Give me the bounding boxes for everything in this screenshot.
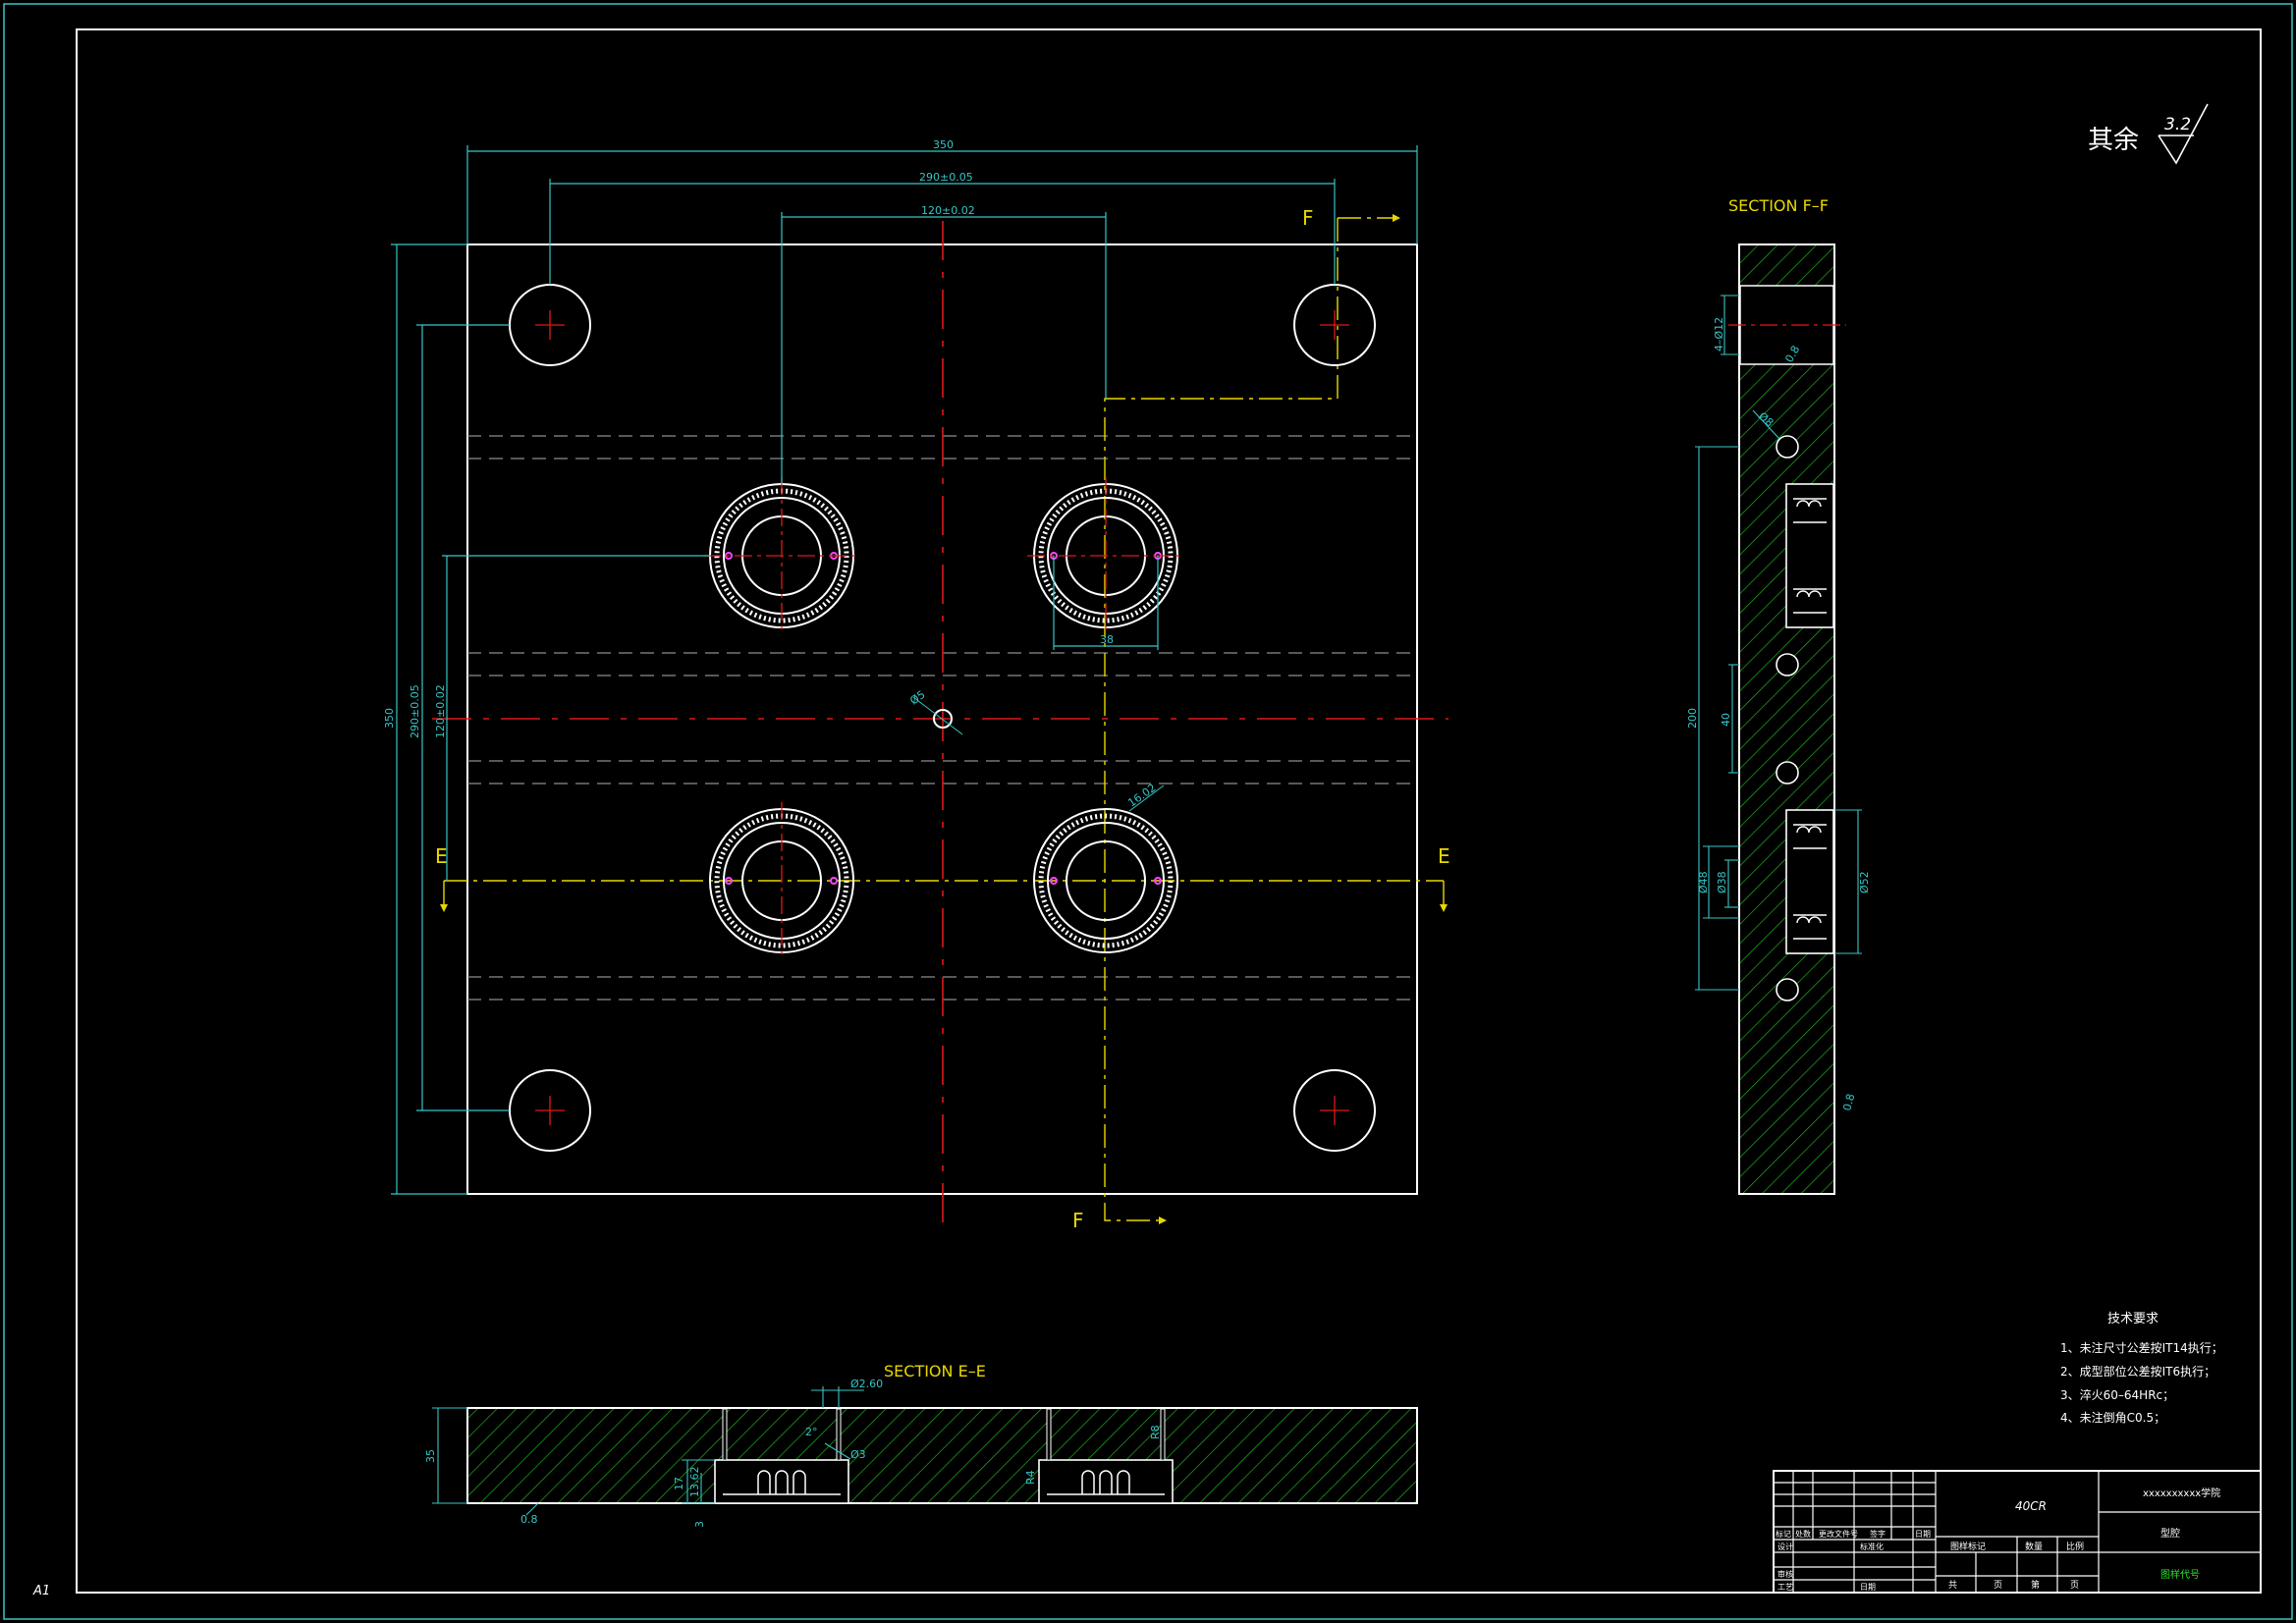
- tb-row-process: 工艺: [1777, 1583, 1793, 1592]
- tb-weight: 数量: [2025, 1541, 2043, 1552]
- tb-sheets: 页: [1994, 1580, 2002, 1591]
- tb-row-date: 日期: [1860, 1583, 1876, 1592]
- dim-ee-d3: 3: [693, 1521, 706, 1528]
- section-ee-cavity-right: [1038, 1408, 1174, 1504]
- guide-pin-holes: [509, 284, 1376, 1152]
- dim-ee-pin-dia: Ø2.60: [850, 1378, 883, 1390]
- dim-ee-thickness: 35: [424, 1449, 437, 1463]
- section-ff-body: [1738, 243, 1835, 1195]
- dim-pin-spacing-x: 290±0.05: [919, 171, 973, 184]
- tb-hdr-change: 更改文件号: [1819, 1529, 1858, 1539]
- section-ee-cavity-left: [714, 1408, 849, 1504]
- cavities: [703, 477, 1184, 959]
- dim-bolt-spacing: 38: [1100, 633, 1114, 646]
- plan-view: F F E E: [383, 138, 1450, 1232]
- tb-scale: 比例: [2066, 1541, 2084, 1552]
- dim-ff-top-hole: 4–Ø12: [1713, 317, 1725, 352]
- cavity-bottom-right: [1033, 808, 1178, 953]
- dim-ee-angle: 2°: [805, 1426, 818, 1438]
- dim-ff-small-span: 40: [1720, 713, 1732, 727]
- tb-part-name: 型腔: [2160, 1527, 2180, 1540]
- dim-cavity-dia: 16.02: [1125, 782, 1158, 810]
- tb-school: xxxxxxxxxx学院: [2143, 1487, 2220, 1499]
- section-mark-f-top: F: [1302, 206, 1314, 230]
- dim-pin-spacing-y: 290±0.05: [409, 684, 421, 738]
- dim-cavity-spacing-x: 120±0.02: [921, 204, 975, 217]
- tb-total: 共: [1948, 1580, 1957, 1591]
- tb-row-design: 设计: [1777, 1542, 1793, 1551]
- tech-req-item: 1、未注尺寸公差按IT14执行；: [2060, 1340, 2223, 1355]
- tech-req-item: 2、成型部位公差按IT6执行；: [2060, 1364, 2215, 1379]
- pin-hole-bottom-right: [1293, 1069, 1376, 1152]
- section-mark-e-left: E: [435, 844, 448, 868]
- section-ee: SECTION E–E 35 Ø2.60: [424, 1362, 1418, 1528]
- tech-req-item: 3、淬火60–64HRc；: [2060, 1387, 2174, 1402]
- tb-hdr-date: 日期: [1915, 1530, 1931, 1539]
- tb-page: 页: [2070, 1580, 2079, 1591]
- tech-requirements: 技术要求 1、未注尺寸公差按IT14执行； 2、成型部位公差按IT6执行； 3、…: [2060, 1312, 2223, 1425]
- tb-material: 40CR: [2015, 1499, 2047, 1513]
- tech-req-item: 4、未注倒角C0.5；: [2060, 1410, 2165, 1425]
- cavity-top-right: [1027, 477, 1184, 634]
- tb-stage-mark: 图样标记: [1950, 1541, 1986, 1552]
- title-block: [1773, 1470, 2262, 1594]
- dim-ee-d1: 17: [673, 1477, 685, 1490]
- dim-center-hole: Ø5: [907, 688, 927, 708]
- sheet-size-label: A1: [32, 1584, 50, 1598]
- dim-ee-d5: R8: [1149, 1425, 1162, 1439]
- dim-overall-width: 350: [933, 138, 954, 151]
- tb-row-check: 审核: [1777, 1569, 1793, 1579]
- tb-row-standard: 标准化: [1860, 1542, 1884, 1551]
- dim-overall-height: 350: [383, 708, 396, 729]
- dim-ff-roughness-side: 0.8: [1840, 1093, 1857, 1112]
- dim-cavity-spacing-y: 120±0.02: [434, 684, 447, 738]
- section-mark-e-right: E: [1438, 844, 1450, 868]
- section-ee-body: [466, 1407, 1418, 1504]
- dimension-lines: [391, 145, 1418, 1195]
- cavity-top-left: [703, 477, 860, 634]
- center-lines: [432, 221, 1449, 1222]
- tb-hdr-count: 处数: [1795, 1529, 1811, 1539]
- title-block-text: 40CR xxxxxxxxxx学院 型腔 图样代号 标记 处数 更改文件号 签字…: [1776, 1487, 2220, 1592]
- dim-ee-d4: R4: [1024, 1470, 1037, 1485]
- roughness-symbol: 其余 3.2: [2088, 103, 2209, 165]
- tb-sheet-no: 第: [2031, 1579, 2040, 1591]
- section-ff: SECTION F–F: [1686, 196, 1871, 1195]
- dim-ee-roughness: 0.8: [520, 1513, 538, 1526]
- hidden-lines: [467, 435, 1417, 1001]
- dim-ee-d2: 13.62: [688, 1467, 701, 1498]
- tb-hdr-mark: 标记: [1776, 1529, 1791, 1539]
- section-ff-title: SECTION F–F: [1728, 196, 1829, 215]
- section-mark-f-bottom: F: [1072, 1209, 1084, 1232]
- section-lines: [444, 217, 1444, 1221]
- outer-border: [3, 3, 2293, 1620]
- dim-ee-small-dia: Ø3: [850, 1448, 866, 1461]
- tech-req-title: 技术要求: [2107, 1312, 2159, 1326]
- tb-drawing-no: 图样代号: [2160, 1568, 2200, 1581]
- cavity-bottom-left: [709, 802, 854, 959]
- dim-ff-vert-span: 200: [1686, 708, 1699, 729]
- roughness-value: 3.2: [2164, 115, 2191, 135]
- section-ee-title: SECTION E–E: [884, 1362, 986, 1380]
- tb-hdr-sign: 签字: [1870, 1529, 1886, 1539]
- center-sprue-hole: [933, 709, 953, 729]
- dim-ff-bore-b: Ø38: [1716, 871, 1728, 893]
- dim-ff-bore-c: Ø52: [1858, 871, 1871, 893]
- roughness-note: 其余: [2088, 126, 2139, 155]
- dim-ff-bore-a: Ø48: [1697, 871, 1710, 893]
- inner-border: [76, 28, 2262, 1594]
